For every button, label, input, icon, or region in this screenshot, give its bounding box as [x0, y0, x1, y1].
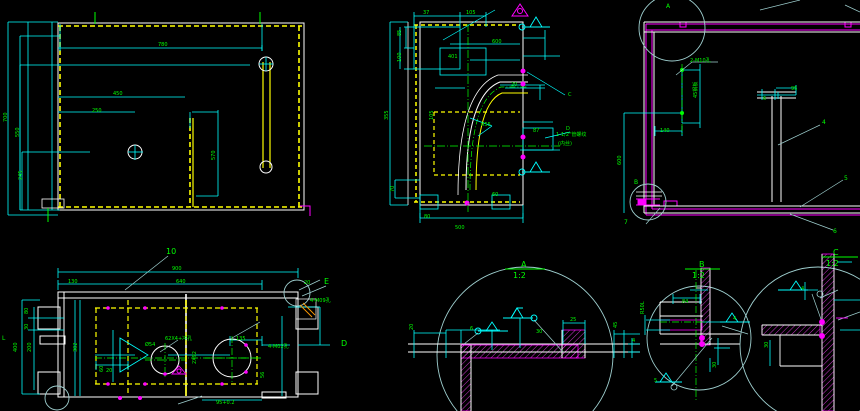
detail-label: A — [521, 260, 527, 269]
thread-note-sub: (内丝) — [558, 140, 572, 147]
dim-text: 84 — [682, 299, 688, 305]
dim-text: 355 — [384, 110, 390, 120]
dim-text: 900 — [172, 266, 182, 272]
dim-text: 600 — [492, 39, 502, 45]
dim-text: 4 — [801, 286, 804, 292]
dim-text: 2-M10孔 — [690, 57, 711, 64]
dim-text: 105 — [429, 110, 435, 120]
thread-note: 1-1/2"管螺纹 — [556, 131, 586, 138]
callout-label: D — [566, 126, 570, 132]
detail-label: C — [833, 248, 839, 257]
callout-label: B — [634, 179, 638, 186]
dim-text: 2X92 — [192, 351, 198, 364]
detail-scale: 1:2 — [692, 271, 705, 280]
dim-text: 140 — [660, 128, 670, 134]
callout-label: 4 — [822, 119, 826, 126]
view-section-dimension-texts: 37 105 600 85 100 401 355 105 R55 20 87 … — [384, 10, 586, 231]
detail-C-texts: 4 30 C 1:2 — [764, 248, 839, 348]
view-right-side[interactable] — [623, 0, 860, 231]
datum-triangle-symbol — [511, 3, 529, 17]
dim-text: 95 — [791, 86, 797, 92]
view-section[interactable] — [389, 3, 571, 223]
dim-text: 56 — [260, 372, 266, 378]
dim-text: 245 — [18, 170, 24, 180]
dim-text: 600 — [617, 155, 623, 165]
dim-text: 37 — [423, 10, 429, 16]
dim-text: 25 — [570, 317, 576, 323]
dim-text: 45钢板 — [692, 82, 699, 98]
view-plan[interactable] — [21, 255, 330, 411]
dim-text: 4-M09孔 — [310, 297, 331, 304]
dim-text: 20 — [304, 280, 310, 286]
view-front-elevation[interactable] — [7, 12, 311, 222]
dim-text: 62X4+冲孔 — [165, 335, 192, 342]
dim-text: 500 — [455, 225, 465, 231]
dim-text: 60 — [492, 192, 498, 198]
dim-text: 6 — [763, 96, 766, 102]
dim-text: 20 — [106, 368, 112, 374]
dim-text: 30 — [764, 342, 770, 348]
dim-text: 85 — [397, 30, 403, 36]
dim-text: R55 — [481, 122, 491, 128]
dim-text: 302 — [73, 342, 79, 352]
detail-A-texts: 20 6 30 25 45 4 A 1:2 — [409, 260, 635, 344]
callout-label: D — [341, 339, 347, 348]
dim-text: 700 — [3, 112, 9, 122]
datum-triangle-symbol — [171, 365, 187, 375]
callout-label: L — [2, 335, 6, 342]
dim-text: 87 — [533, 128, 539, 134]
callout-label: E — [324, 277, 329, 286]
callout-label: 7 — [624, 219, 628, 226]
dim-text: 780 — [158, 42, 168, 48]
dim-text: 4 — [632, 338, 635, 344]
detail-B-texts: 84 30 R50L 4 5 B 1:2 — [640, 260, 736, 384]
view-right-dimension-texts: 2-M10孔 45钢板 140 600 95 6 A B 7 4 5 6 — [617, 3, 848, 235]
detail-C[interactable] — [739, 253, 860, 411]
dim-text: 130 — [68, 279, 78, 285]
dim-text: 80 — [24, 308, 30, 314]
detail-label: B — [699, 260, 705, 269]
detail-scale: 1:2 — [513, 271, 526, 280]
dim-text: 20 — [409, 324, 415, 330]
dim-text: 4 — [733, 316, 736, 322]
dim-text: 105 — [466, 10, 476, 16]
dim-text: 30 — [536, 329, 542, 335]
dim-text: 80 — [424, 214, 430, 220]
detail-scale: 1:2 — [826, 259, 839, 268]
dim-text: 20 — [511, 82, 517, 88]
dim-text: 400 — [13, 342, 19, 352]
callout-label: 6 — [833, 228, 837, 235]
view-plan-dimension-texts: 900 640 130 400 200 80 30 302 60 Ø54 62X… — [2, 247, 347, 406]
dim-text: 450 — [113, 91, 123, 97]
dim-text: 135 — [236, 336, 246, 342]
dim-text: 4-M02孔 — [268, 343, 289, 350]
dim-text: 550 — [15, 127, 21, 137]
dim-text: 401 — [448, 54, 458, 60]
callout-label: 5 — [844, 175, 848, 182]
callout-label: 10 — [166, 247, 176, 256]
dim-text: 30 — [712, 362, 718, 368]
dim-text: Ø54 — [145, 341, 155, 348]
detail-B[interactable] — [644, 267, 752, 400]
dim-text: 200 — [27, 342, 33, 352]
detail-A[interactable] — [408, 266, 640, 411]
callout-label: C — [568, 92, 572, 98]
dim-text: 6 — [470, 326, 473, 332]
dim-text: 30 — [24, 324, 30, 330]
dim-text: 640 — [176, 279, 186, 285]
dim-text: R50L — [640, 301, 646, 314]
dim-text: 250 — [92, 108, 102, 114]
dim-text: 570 — [211, 150, 217, 160]
dim-text: 100 — [397, 52, 403, 62]
dim-text: 60 — [99, 366, 105, 372]
view-front-dimension-texts: 780 450 250 570 700 550 245 — [3, 42, 217, 180]
dim-text: 95+0.2 — [216, 400, 235, 406]
dim-text: 70 — [390, 186, 396, 192]
dim-text: 45 — [613, 322, 619, 328]
dim-text: 5 — [654, 378, 657, 384]
callout-label: A — [666, 3, 671, 10]
